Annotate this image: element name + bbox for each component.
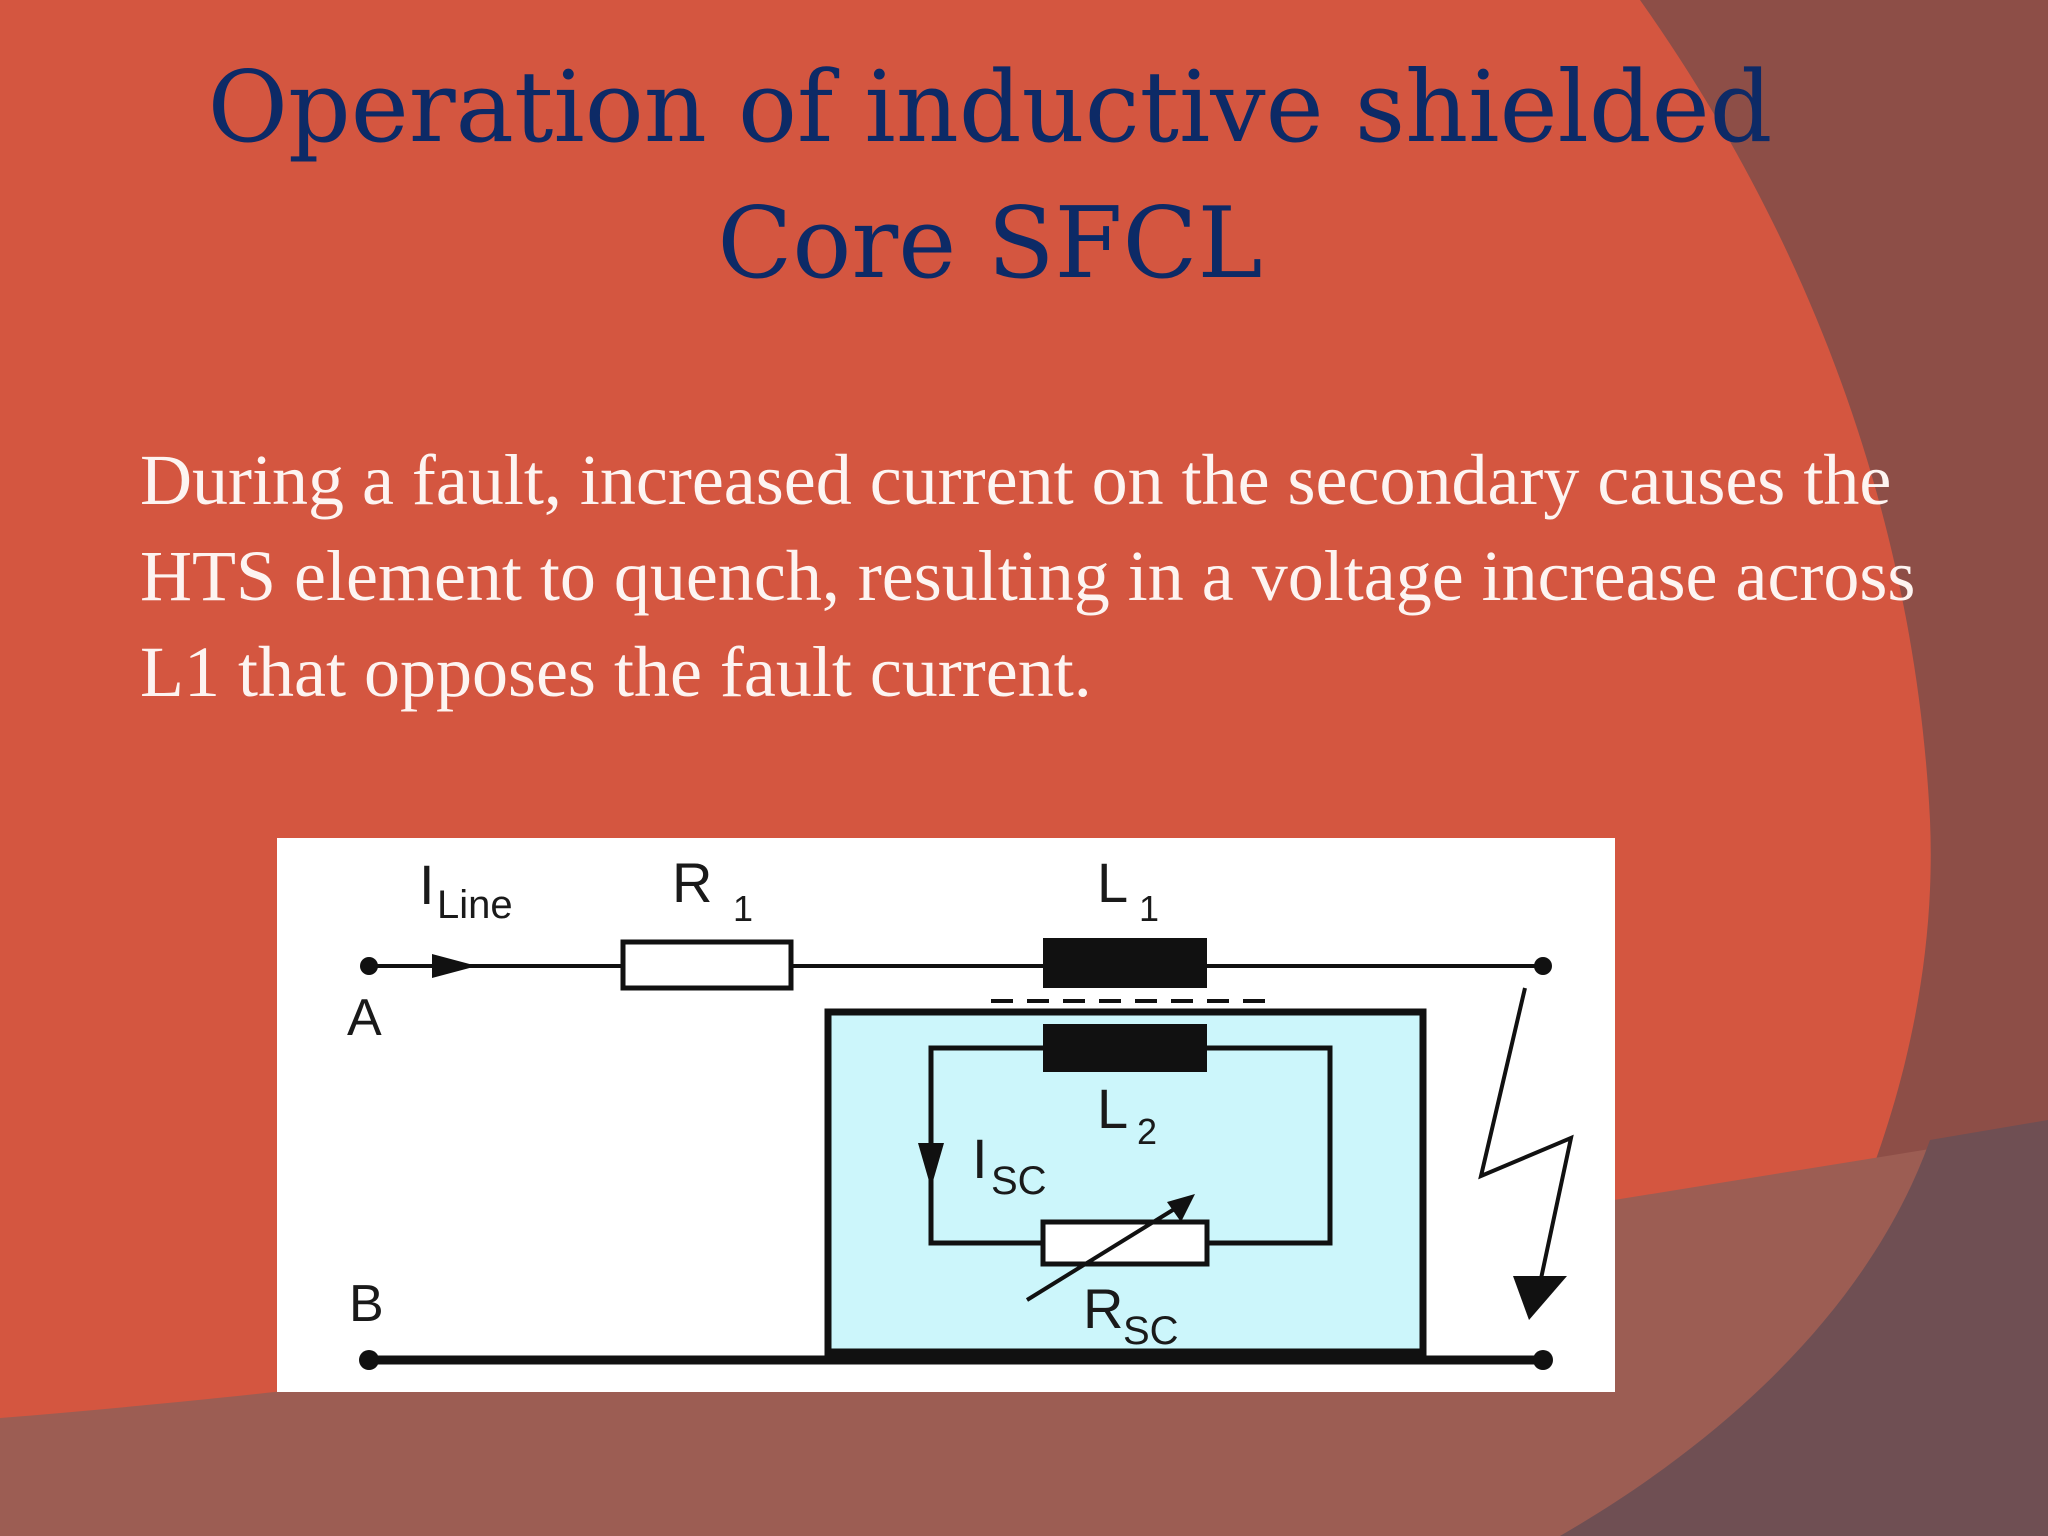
title-line-2: Core SFCL xyxy=(717,187,1263,301)
fault-lightning-arrowhead xyxy=(1513,1276,1567,1320)
title-line-1: Operation of inductive shielded xyxy=(207,51,1773,165)
terminal-b-left xyxy=(359,1350,379,1370)
i-line-arrow xyxy=(432,954,477,978)
circuit-diagram: A B I Line R 1 L 1 L 2 I SC R SC xyxy=(277,838,1615,1392)
terminal-a-left xyxy=(360,957,378,975)
label-r1-sub: 1 xyxy=(733,888,753,929)
slide-body-text: During a fault, increased current on the… xyxy=(140,440,1916,712)
isc-arrow xyxy=(918,1143,944,1188)
label-l1: L xyxy=(1097,851,1128,914)
slide-title: Operation of inductive shielded Core SFC… xyxy=(0,40,1980,312)
rsc-variable-arrow-line xyxy=(1025,1198,1191,1302)
label-rsc-sub: SC xyxy=(1123,1309,1179,1353)
rsc-variable-arrowhead xyxy=(1167,1194,1195,1222)
label-l1-sub: 1 xyxy=(1139,888,1159,929)
terminal-b-right xyxy=(1533,1350,1553,1370)
label-l2-sub: 2 xyxy=(1137,1111,1157,1152)
terminal-a-right xyxy=(1534,957,1552,975)
label-i-line: I xyxy=(419,853,435,916)
label-isc-sub: SC xyxy=(991,1159,1047,1203)
label-isc: I xyxy=(972,1127,988,1190)
label-r1: R xyxy=(672,851,712,914)
l1-inductor xyxy=(1043,938,1207,988)
label-rsc: R xyxy=(1083,1277,1123,1340)
fault-lightning-icon xyxy=(1478,987,1574,1289)
label-l2: L xyxy=(1097,1077,1128,1140)
l2-inductor xyxy=(1043,1024,1207,1072)
rsc-resistor xyxy=(1040,1219,1210,1267)
r1-resistor xyxy=(620,939,794,991)
label-node-a: A xyxy=(347,989,382,1047)
label-node-b: B xyxy=(349,1275,384,1333)
label-i-line-sub: Line xyxy=(437,883,513,927)
